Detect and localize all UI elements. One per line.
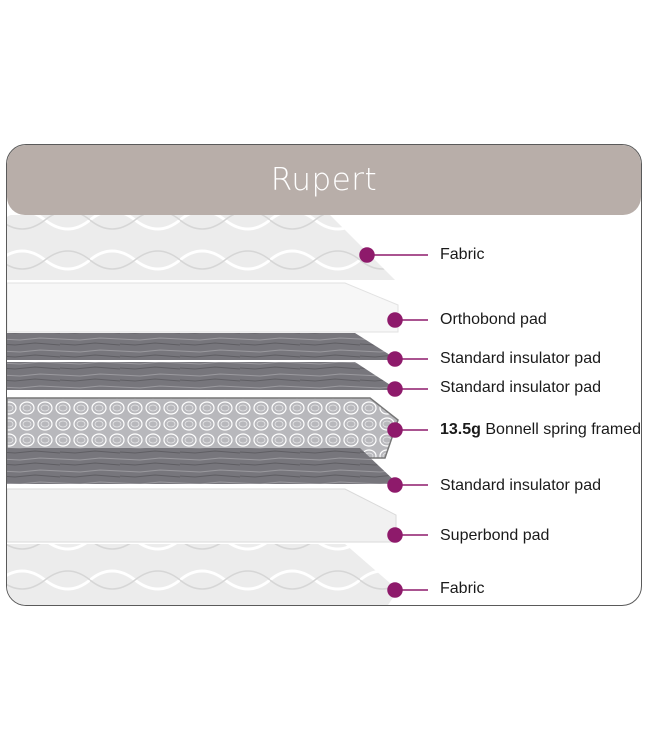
layer-bonnell-spring-unit	[7, 397, 399, 459]
spring-weight: 13.5g	[440, 421, 481, 438]
layer-label-fabric-top: Fabric	[440, 246, 485, 263]
layer-label-fabric-bottom: Fabric	[440, 580, 485, 597]
layer-fabric-bottom	[7, 544, 398, 605]
layer-label-bonnell-spring: 13.5g Bonnell spring framed	[440, 420, 641, 440]
layer-label-insulator-pad-3: Standard insulator pad	[440, 477, 601, 494]
marker-dot	[387, 582, 403, 598]
marker-dot	[387, 381, 403, 397]
marker-dot	[387, 477, 403, 493]
marker-dot	[387, 312, 403, 328]
layer-insulator-pad-3	[7, 448, 398, 484]
marker-dot	[359, 247, 375, 263]
layer-label-orthobond-pad: Orthobond pad	[440, 311, 547, 328]
callout-markers	[359, 247, 428, 598]
layer-insulator-pad-1	[7, 333, 398, 360]
layer-superbond-pad	[7, 488, 397, 543]
layer-label-insulator-pad-2: Standard insulator pad	[440, 379, 601, 396]
spring-description: Bonnell spring framed	[480, 421, 642, 438]
layer-fabric-top	[7, 215, 395, 280]
layer-label-insulator-pad-1: Standard insulator pad	[440, 350, 601, 367]
layer-insulator-pad-2	[7, 362, 398, 390]
marker-dot	[387, 422, 403, 438]
marker-dot	[387, 527, 403, 543]
layer-label-superbond-pad: Superbond pad	[440, 527, 550, 544]
title-bar	[7, 145, 641, 215]
marker-dot	[387, 351, 403, 367]
layer-orthobond-pad	[7, 282, 399, 333]
product-title: Rupert	[270, 162, 378, 198]
